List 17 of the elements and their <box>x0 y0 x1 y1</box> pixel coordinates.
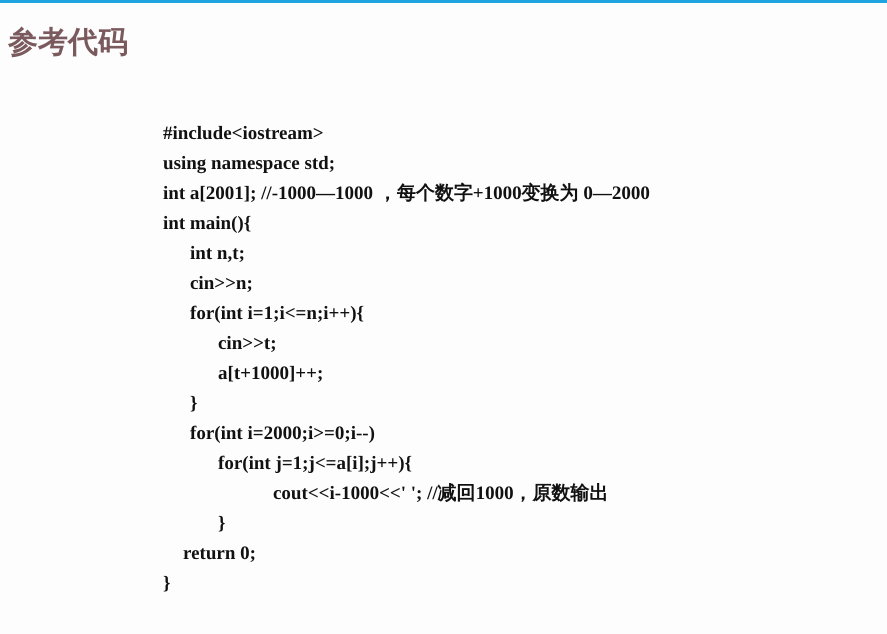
code-line: cin>>n; <box>190 274 253 292</box>
code-line: cin>>t; <box>218 334 277 352</box>
code-line: } <box>190 394 198 412</box>
code-line: } <box>163 574 170 592</box>
code-line: #include<iostream> <box>163 124 324 142</box>
code-line: return 0; <box>183 544 256 562</box>
code-line: int a[2001]; //-1000—1000 ，每个数字+1000变换为 0—2000 <box>163 184 650 202</box>
code-line: for(int i=1;i<=n;i++){ <box>190 304 364 322</box>
code-line: a[t+1000]++; <box>218 364 324 382</box>
slide-title: 参考代码 <box>8 24 128 62</box>
code-line: } <box>218 514 226 532</box>
code-line: using namespace std; <box>163 154 336 172</box>
code-line: int n,t; <box>190 244 245 262</box>
code-line: cout<<i-1000<<' '; //减回1000，原数输出 <box>273 484 609 502</box>
code-line: for(int i=2000;i>=0;i--) <box>190 424 375 442</box>
code-line: int main(){ <box>163 214 252 232</box>
code-line: for(int j=1;j<=a[i];j++){ <box>218 454 412 472</box>
